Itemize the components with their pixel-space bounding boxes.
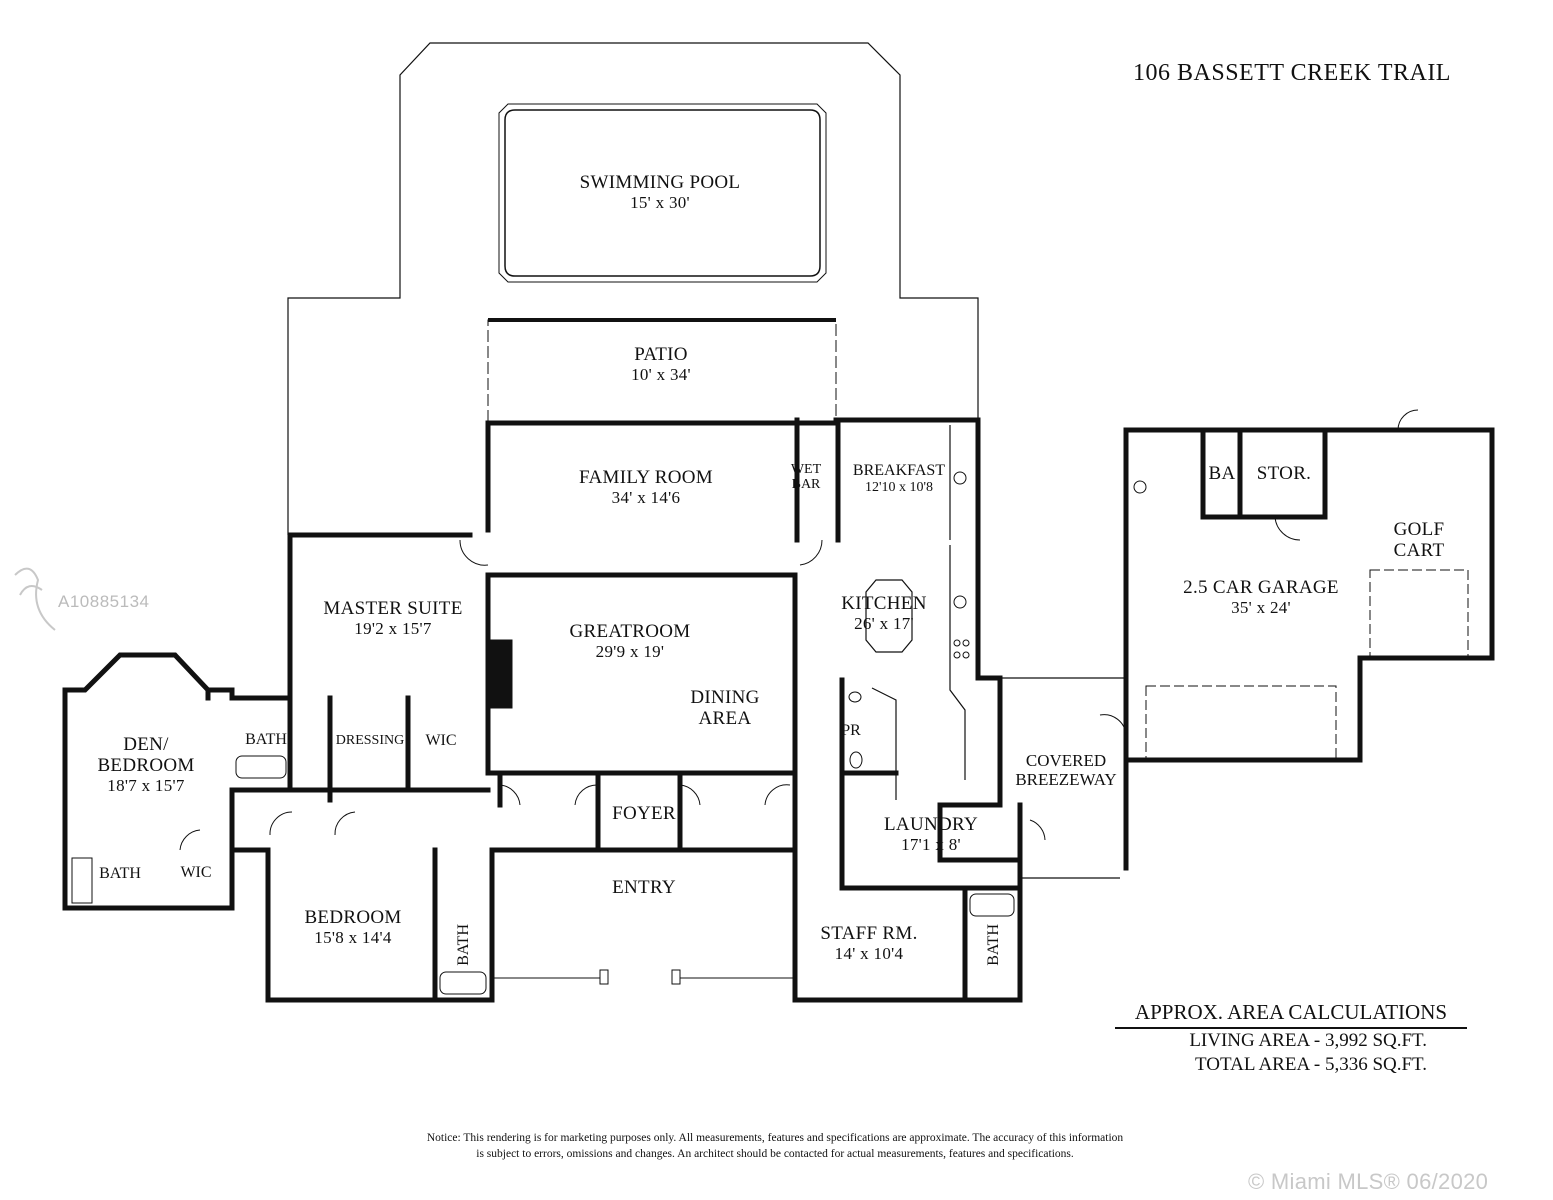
notice-line-2: is subject to errors, omissions and chan… (476, 1147, 1074, 1160)
room-bedroom: BEDROOM 15'8 x 14'4 (304, 907, 402, 948)
room-name: GREATROOM (569, 621, 691, 642)
room-dimension: 10' x 34' (631, 364, 691, 384)
room-dimension: 15' x 30' (630, 192, 690, 212)
room-staff-bath: BATH (985, 924, 1002, 966)
room-breakfast: BREAKFAST 12'10 x 10'8 (853, 462, 945, 495)
room-name: PATIO (634, 344, 688, 365)
room-powder-room: PR (841, 722, 861, 739)
entry-post-left (599, 969, 609, 985)
garage-door (1145, 685, 1337, 761)
room-dimension: 29'9 x 19' (595, 641, 665, 661)
room-foyer: FOYER (612, 803, 676, 824)
room-den-wic: WIC (180, 864, 212, 881)
room-name: BREEZEWAY (1015, 769, 1117, 789)
room-dimension: 19'2 x 15'7 (354, 618, 432, 638)
room-garage-bath: BA (1208, 463, 1236, 484)
room-name: AREA (698, 707, 752, 729)
house-walls (62, 417, 1023, 1003)
room-name: BEDROOM (304, 907, 402, 928)
toilet-pr (849, 751, 863, 769)
area-heading: APPROX. AREA CALCULATIONS (1115, 1000, 1467, 1029)
room-greatroom: GREATROOM 29'9 x 19' (569, 621, 691, 662)
room-staff-room: STAFF RM. 14' x 10'4 (820, 923, 918, 964)
sink-pr (848, 691, 862, 703)
sink-breakfast (953, 471, 967, 485)
room-name: SWIMMING POOL (579, 172, 741, 193)
room-name: 2.5 CAR GARAGE (1183, 577, 1339, 598)
room-name: KITCHEN (841, 593, 927, 614)
room-name: BAR (791, 477, 821, 493)
swimming-pool-coping (498, 103, 827, 283)
kitchen-island (865, 579, 913, 653)
room-kitchen: KITCHEN 26' x 17' (841, 593, 927, 634)
cooktop (953, 639, 970, 659)
room-dimension: 34' x 14'6 (611, 487, 681, 507)
mls-copyright-watermark: © Miami MLS® 06/2020 (1248, 1169, 1489, 1194)
living-area: LIVING AREA - 3,992 SQ.FT. (1189, 1030, 1427, 1051)
room-name: DINING (690, 687, 760, 708)
room-name: FAMILY ROOM (579, 467, 713, 488)
tub-den-bath (71, 857, 93, 904)
room-dimension: 17'1 x 8' (901, 834, 961, 854)
room-dressing: DRESSING (335, 733, 405, 748)
room-laundry: LAUNDRY 17'1 x 8' (884, 814, 978, 855)
room-name: DEN/ (123, 734, 169, 755)
room-storage: STOR. (1256, 463, 1312, 484)
golf-cart-door (1369, 569, 1469, 659)
room-name: GOLF (1393, 519, 1445, 540)
room-name: LAUNDRY (884, 814, 978, 835)
room-master-bath: BATH (245, 731, 287, 748)
room-dimension: 14' x 10'4 (834, 943, 904, 963)
room-dimension: 15'8 x 14'4 (314, 927, 392, 947)
room-wet-bar: WET BAR (791, 462, 821, 493)
room-bedroom-bath: BATH (455, 924, 472, 966)
room-master-suite: MASTER SUITE 19'2 x 15'7 (323, 598, 463, 639)
room-name: BREAKFAST (852, 462, 946, 479)
pool-deck-outline (287, 42, 979, 535)
sink-kitchen (953, 595, 967, 609)
total-area: TOTAL AREA - 5,336 SQ.FT. (1195, 1053, 1427, 1075)
room-dimension: 12'10 x 10'8 (864, 479, 934, 495)
room-swimming-pool: SWIMMING POOL 15' x 30' (579, 172, 741, 213)
room-name: CART (1393, 539, 1445, 561)
room-family-room: FAMILY ROOM 34' x 14'6 (579, 467, 713, 508)
door-swings (179, 409, 1419, 851)
entry-post-right (671, 969, 681, 985)
room-covered-breezeway: COVERED BREEZEWAY (1015, 751, 1117, 789)
room-name: WET (790, 462, 822, 477)
room-name: MASTER SUITE (323, 598, 463, 619)
tub-staff-bath (969, 893, 1015, 917)
kitchen-counter (871, 425, 966, 800)
swimming-pool (504, 109, 821, 277)
notice-line-1: Notice: This rendering is for marketing … (426, 1132, 1124, 1144)
tub-bedroom-bath (439, 971, 487, 995)
room-dining-area: DINING AREA (690, 687, 760, 730)
room-garage: 2.5 CAR GARAGE 35' x 24' (1183, 577, 1339, 618)
room-name: STAFF RM. (820, 923, 918, 944)
room-dimension: 26' x 17' (854, 613, 914, 633)
fireplace (489, 639, 513, 709)
room-den-bedroom: DEN/ BEDROOM 18'7 x 15'7 (97, 734, 195, 795)
property-title: 106 BASSETT CREEK TRAIL (1133, 60, 1451, 86)
room-master-wic: WIC (425, 732, 457, 749)
listing-id-watermark: A10885134 (58, 592, 150, 611)
area-calculations: APPROX. AREA CALCULATIONS LIVING AREA - … (1115, 1000, 1467, 1077)
room-name: COVERED (1025, 751, 1107, 770)
room-golf-cart: GOLF CART (1393, 519, 1445, 562)
garage-walls (1123, 427, 1495, 871)
room-entry: ENTRY (612, 877, 676, 898)
tub-master-bath (235, 755, 287, 779)
room-patio: PATIO 10' x 34' (631, 344, 691, 385)
room-den-bath: BATH (99, 865, 141, 882)
disclaimer-notice: Notice: This rendering is for marketing … (360, 1131, 1190, 1162)
sink-garage (1133, 480, 1147, 494)
breezeway-outline (1000, 677, 1126, 879)
room-name: BEDROOM (97, 754, 195, 776)
watermark-logo-icon (14, 567, 56, 631)
room-dimension: 18'7 x 15'7 (107, 775, 185, 795)
room-dimension: 35' x 24' (1231, 597, 1291, 617)
